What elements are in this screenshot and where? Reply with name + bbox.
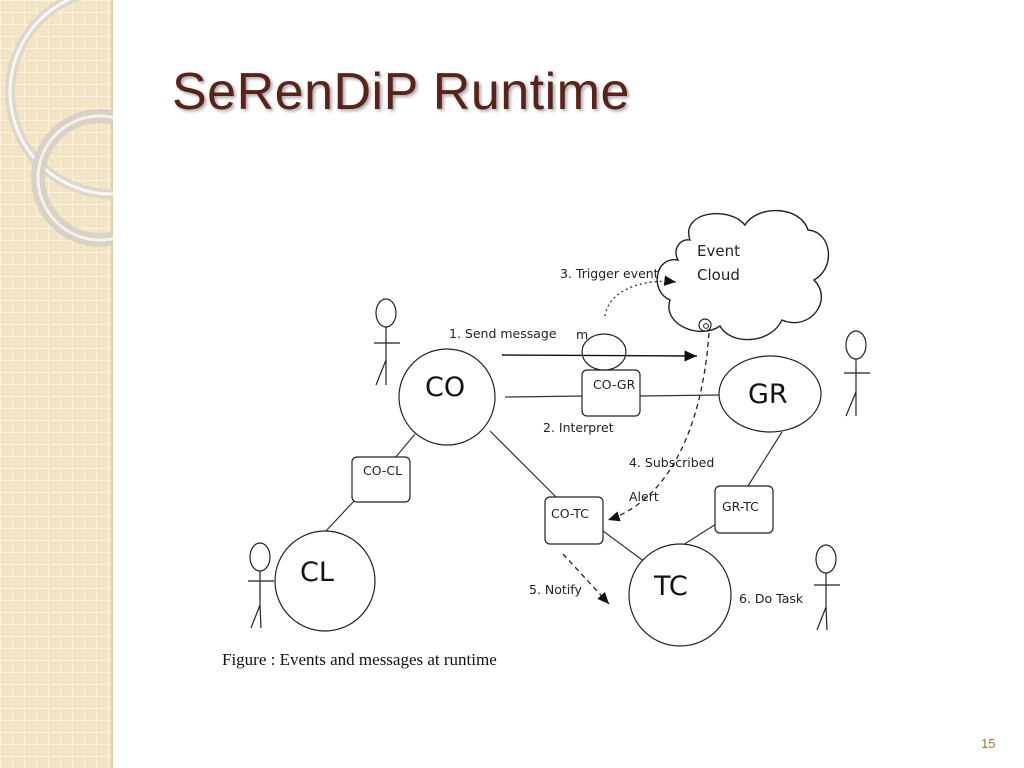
sidebar-pattern (0, 0, 113, 768)
role-node-co (398, 348, 496, 446)
line-cocl-cl (324, 500, 355, 533)
contract-label-co-cl: CO-CL (363, 463, 403, 478)
step-trigger-event: 3. Trigger event (560, 266, 659, 281)
role-node-tc (628, 543, 732, 647)
decorative-sidebar (0, 0, 113, 768)
role-node-cl (274, 530, 376, 632)
line-cogr-gr (639, 394, 721, 397)
step-subscribed: 4. Subscribed (629, 455, 715, 470)
trigger-event-arrow (604, 275, 677, 317)
player-figure-gr (844, 330, 870, 417)
node-label-cl: CL (300, 557, 334, 588)
player-figure-co (374, 298, 400, 386)
node-label-co: CO (425, 372, 466, 403)
cloud-port-icon (698, 318, 712, 332)
event-cloud-label: Event Cloud (697, 242, 740, 284)
message-token (581, 333, 627, 371)
contract-box-co-gr (581, 369, 641, 417)
step-notify: 5. Notify (529, 582, 582, 597)
line-gr-grtc (747, 431, 783, 487)
send-message-arrow (501, 350, 698, 362)
line-cotc-tc (602, 530, 646, 563)
step-do-task: 6. Do Task (739, 591, 804, 606)
player-figure-tc (814, 544, 840, 631)
contract-box-co-tc (544, 496, 604, 545)
slide-title: SeRenDiP Runtime (172, 63, 630, 121)
figure-caption: Figure : Events and messages at runtime (222, 650, 497, 669)
contract-label-co-gr: CO-GR (593, 377, 636, 392)
contract-box-co-cl (351, 456, 411, 503)
step-send-message: 1. Send message (449, 326, 557, 341)
subscribed-alert-arrow (607, 332, 710, 522)
page-number: 15 (981, 736, 996, 751)
contract-box-gr-tc (714, 485, 774, 534)
player-figure-cl (248, 542, 274, 629)
line-co-cocl (394, 433, 416, 459)
notify-arrow (562, 553, 610, 605)
line-co-cogr (504, 395, 586, 398)
node-label-gr: GR (748, 379, 788, 410)
contract-label-gr-tc: GR-TC (722, 499, 759, 514)
node-label-tc: TC (654, 571, 688, 602)
message-label: m (576, 327, 589, 342)
event-cloud-shape (656, 209, 830, 341)
role-node-gr (718, 355, 822, 433)
line-grtc-tc (679, 523, 717, 548)
step-interpret: 2. Interpret (543, 420, 614, 435)
line-co-cotc (489, 430, 558, 499)
contract-label-co-tc: CO-TC (551, 506, 589, 521)
step-alert: Alert (629, 489, 659, 504)
